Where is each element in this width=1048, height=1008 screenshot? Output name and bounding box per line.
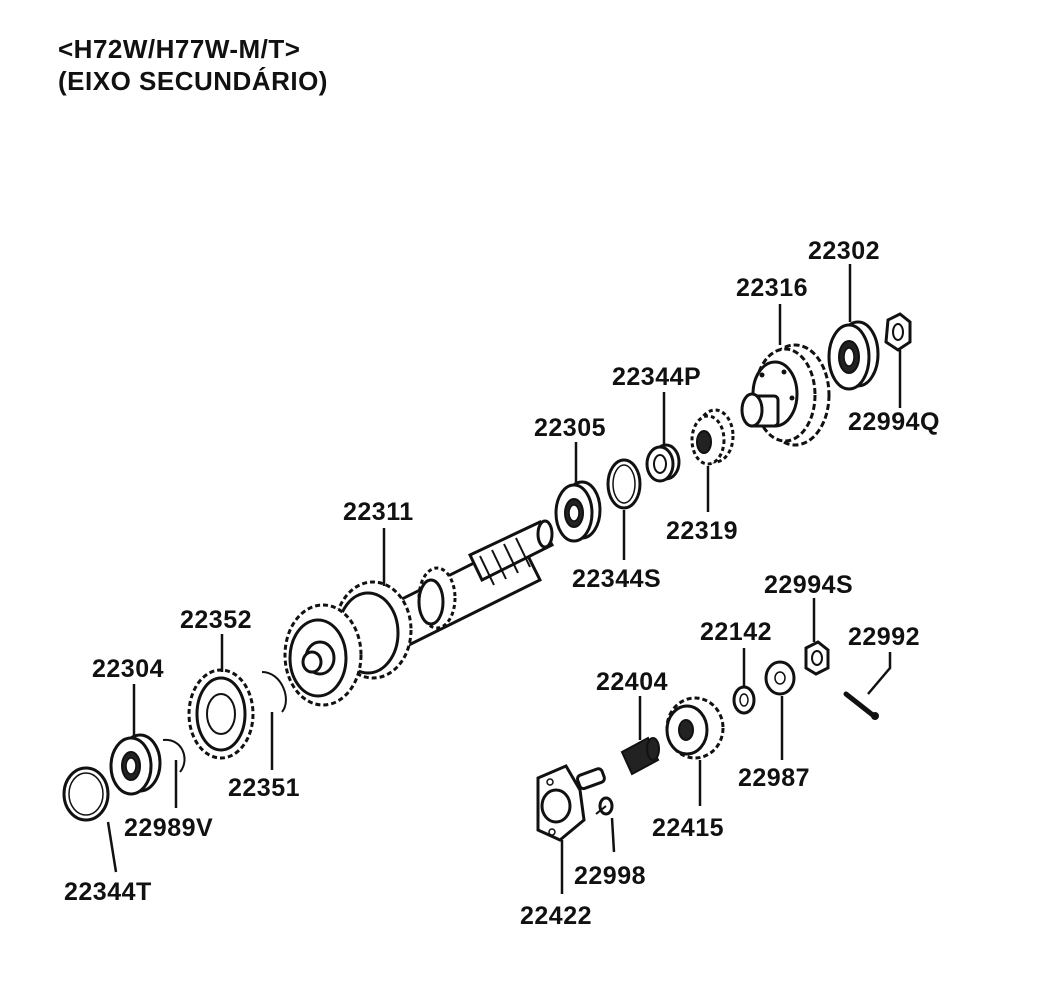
snap-ring-22344S (606, 458, 642, 510)
label-22989V: 22989V (124, 814, 213, 842)
gear-22415 (665, 696, 725, 760)
label-22992: 22992 (848, 623, 920, 651)
label-22344S: 22344S (572, 565, 661, 593)
label-22998: 22998 (574, 862, 646, 890)
label-22404: 22404 (596, 668, 668, 696)
label-22415: 22415 (652, 814, 724, 842)
gear-22319 (690, 408, 735, 466)
label-22422: 22422 (520, 902, 592, 930)
label-22994S: 22994S (764, 571, 853, 599)
output-shaft-22311 (283, 519, 555, 707)
label-22302: 22302 (808, 237, 880, 265)
bolt-22998 (595, 796, 614, 816)
snap-ring-22989V (162, 738, 186, 773)
gear-ring-22352 (187, 668, 255, 760)
label-22351: 22351 (228, 774, 300, 802)
label-22311: 22311 (343, 498, 414, 526)
bearing-22302 (827, 320, 880, 391)
nut-22994S (804, 640, 830, 676)
leader-lines (106, 264, 902, 894)
label-22316: 22316 (736, 274, 808, 302)
needle-bearing-22404 (620, 736, 660, 776)
needle-bearing-22344P (645, 443, 681, 483)
label-22305: 22305 (534, 414, 606, 442)
bearing-22305 (554, 480, 602, 543)
bearing-22304 (109, 733, 162, 796)
label-22319: 22319 (666, 517, 738, 545)
label-22344P: 22344P (612, 363, 701, 391)
bracket-22422 (536, 764, 606, 842)
gear-22316 (740, 343, 831, 447)
washer-22987 (764, 660, 796, 696)
snap-ring-22351 (261, 671, 287, 713)
label-22994Q: 22994Q (848, 408, 940, 436)
diagram-title-section: (EIXO SECUNDÁRIO) (58, 66, 328, 96)
label-22142: 22142 (700, 618, 772, 646)
label-22344T: 22344T (64, 878, 152, 906)
label-22987: 22987 (738, 764, 810, 792)
diagram-title-model: <H72W/H77W-M/T> (58, 34, 301, 64)
pin-22992 (843, 691, 879, 720)
ring-22344T (62, 766, 110, 822)
label-22352: 22352 (180, 606, 252, 634)
nut-22994Q (884, 312, 912, 352)
label-22304: 22304 (92, 655, 164, 683)
washer-22142 (732, 685, 756, 715)
